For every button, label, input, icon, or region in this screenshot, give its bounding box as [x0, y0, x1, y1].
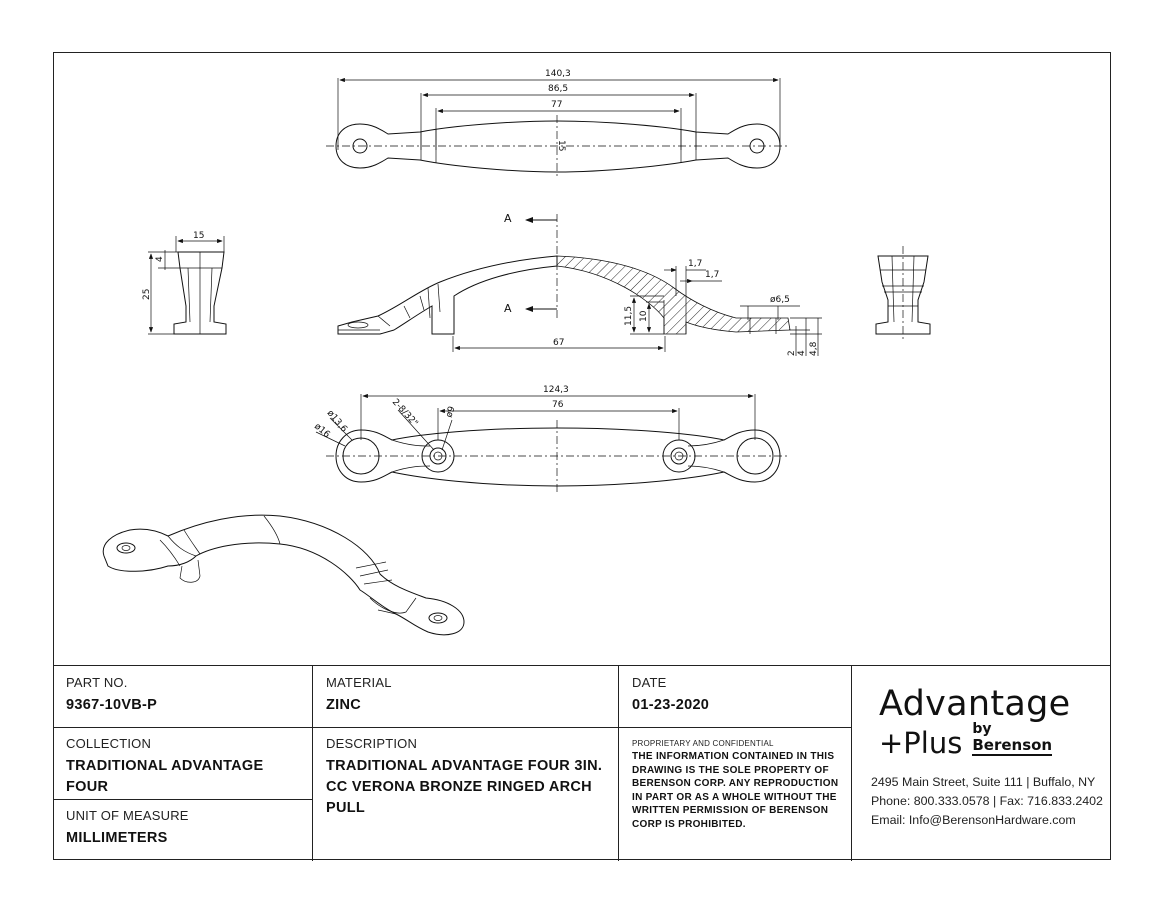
brand-line1: Advantage	[879, 684, 1071, 724]
material-cell: MATERIAL ZINC	[326, 675, 606, 716]
dim-section-67: 67	[553, 338, 564, 348]
confidential-text: THE INFORMATION CONTAINED IN THIS DRAWIN…	[632, 751, 839, 830]
collection-label: COLLECTION	[66, 736, 152, 751]
divider	[851, 666, 853, 861]
collection-value: TRADITIONAL ADVANTAGE FOUR	[66, 758, 264, 795]
date-value: 01-23-2020	[632, 697, 710, 713]
dim-section-115: 11,5	[624, 306, 634, 326]
dim-side-top: 4	[155, 256, 165, 262]
part-no-cell: PART NO. 9367-10VB-P	[66, 675, 306, 716]
divider	[618, 666, 620, 861]
drawing-frame	[53, 52, 1111, 860]
dim-section-10: 10	[639, 310, 649, 322]
technical-drawing: 140,3 86,5 77 15 15 4 25	[102, 69, 931, 636]
contact-info: 2495 Main Street, Suite 111 | Buffalo, N…	[871, 773, 1107, 830]
dim-section-2: 2	[787, 350, 797, 356]
dim-side-height: 25	[142, 289, 152, 300]
date-cell: DATE 01-23-2020	[632, 675, 842, 716]
dim-top-width: 15	[556, 140, 566, 151]
brand-address: 2495 Main Street, Suite 111 | Buffalo, N…	[871, 775, 1096, 789]
title-block: PART NO. 9367-10VB-P MATERIAL ZINC DATE …	[53, 665, 1111, 861]
description-cell: DESCRIPTION TRADITIONAL ADVANTAGE FOUR 3…	[326, 736, 611, 819]
section-marker-top: A	[504, 212, 512, 225]
brand-line2: +Plus	[879, 726, 963, 760]
uom-label: UNIT OF MEASURE	[66, 808, 189, 823]
material-label: MATERIAL	[326, 675, 392, 690]
brand-by: by	[972, 721, 992, 737]
material-value: ZINC	[326, 697, 362, 713]
brand-logo: Advantage +Plus by Berenson	[879, 686, 1104, 758]
dim-bottom-d16: ø16	[312, 422, 332, 441]
dim-bottom-cc: 76	[552, 400, 564, 410]
description-value: TRADITIONAL ADVANTAGE FOUR 3IN. CC VERON…	[326, 758, 603, 816]
dim-section-65: ø6,5	[770, 295, 790, 305]
dim-side-width: 15	[193, 231, 204, 241]
dim-section-48: 4,8	[809, 341, 819, 356]
date-label: DATE	[632, 675, 667, 690]
side-view-right	[875, 246, 931, 340]
uom-cell: UNIT OF MEASURE MILLIMETERS	[66, 808, 306, 849]
brand-email[interactable]: Email: Info@BerensonHardware.com	[871, 813, 1076, 827]
description-label: DESCRIPTION	[326, 736, 418, 751]
side-view-left: 15 4 25	[142, 231, 227, 335]
divider	[53, 799, 312, 801]
collection-cell: COLLECTION TRADITIONAL ADVANTAGE FOUR	[66, 736, 301, 798]
section-marker-bottom: A	[504, 302, 512, 315]
top-view: 140,3 86,5 77 15	[326, 69, 790, 178]
dim-bottom-overall: 124,3	[543, 385, 569, 395]
dim-top-inner: 77	[551, 100, 562, 110]
isometric-view	[102, 514, 465, 636]
dim-bottom-d9: ø9	[444, 405, 457, 419]
part-no-label: PART NO.	[66, 675, 128, 690]
brand-phone: Phone: 800.333.0578 | Fax: 716.833.2402	[871, 794, 1103, 808]
dim-top-middle: 86,5	[548, 84, 568, 94]
dim-section-17a: 1,7	[688, 259, 702, 269]
section-view: A A 67 1,7 1,7 ø6,5	[337, 212, 822, 356]
dim-top-overall: 140,3	[545, 69, 571, 79]
divider	[53, 727, 851, 729]
confidential-cell: PROPRIETARY AND CONFIDENTIAL THE INFORMA…	[632, 739, 846, 832]
divider	[312, 666, 314, 861]
uom-value: MILLIMETERS	[66, 830, 168, 846]
brand-company: Berenson	[972, 736, 1053, 756]
dim-bottom-thread: 2-8/32"	[390, 397, 420, 428]
dim-section-4: 4	[797, 350, 807, 356]
part-no-value: 9367-10VB-P	[66, 697, 158, 713]
dim-section-17b: 1,7	[705, 270, 719, 280]
bottom-view: 124,3 76 ø13,6 ø16 2-8/32" ø9	[312, 385, 790, 494]
confidential-title: PROPRIETARY AND CONFIDENTIAL	[632, 739, 774, 748]
